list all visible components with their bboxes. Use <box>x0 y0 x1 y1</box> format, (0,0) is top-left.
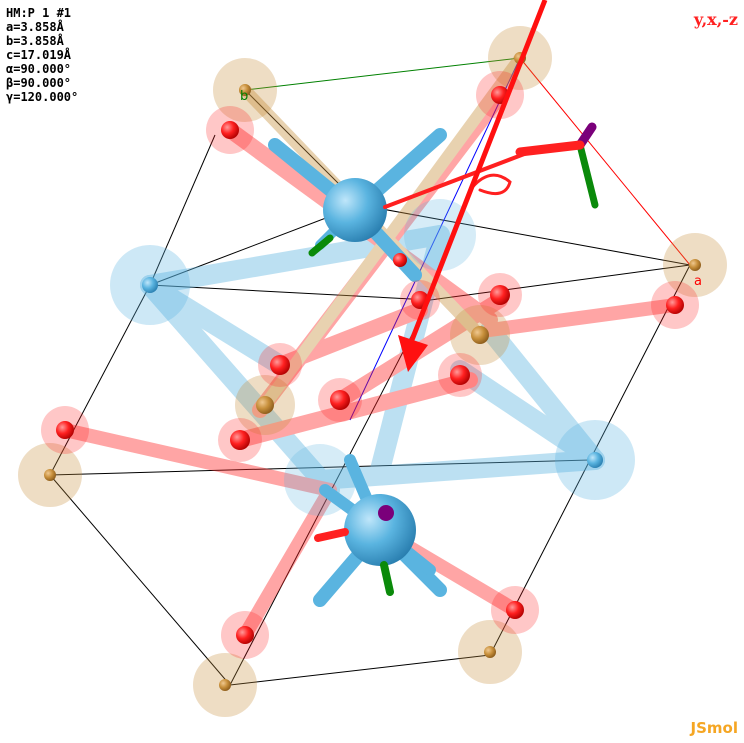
red-marker <box>314 528 349 542</box>
cell-edge <box>489 459 591 656</box>
cation-atom <box>256 396 274 414</box>
cation-atom <box>484 646 496 658</box>
bond <box>140 275 270 420</box>
oxygen-atom <box>490 285 510 305</box>
bond <box>140 275 290 375</box>
cell-edge <box>149 134 216 286</box>
oxygen-atom <box>393 253 407 267</box>
orientation-label: y,x,-z <box>693 10 738 29</box>
cation-atom <box>219 679 231 691</box>
oxygen-atom <box>506 601 524 619</box>
orientation-stem <box>383 146 542 209</box>
oxygen-atom <box>666 296 684 314</box>
bond <box>232 372 478 448</box>
axis-a-line <box>519 57 691 266</box>
vector-markers <box>308 122 599 596</box>
green-marker <box>308 234 334 257</box>
cation-atom <box>239 84 251 96</box>
bond <box>272 302 428 373</box>
oxygen-atom <box>330 390 350 410</box>
arrow-head <box>398 335 428 372</box>
cell-edge <box>359 204 691 266</box>
cell-edge <box>49 474 231 686</box>
metal-shell <box>284 444 356 516</box>
atoms <box>44 52 701 691</box>
info-line: c=17.019Å <box>6 48 72 62</box>
metal-atom <box>142 277 158 293</box>
oxygen-atom <box>450 365 470 385</box>
cell-edge <box>49 459 591 476</box>
info-line: HM:P 1 #1 <box>6 6 72 20</box>
jsmol-logo[interactable]: JSmol <box>690 719 738 737</box>
axis-c-line <box>349 57 521 421</box>
bond <box>259 52 526 411</box>
bond <box>480 320 605 470</box>
metal-atom <box>587 452 603 468</box>
oxygen-atom <box>221 121 239 139</box>
unit-cell <box>49 57 691 686</box>
bond <box>450 360 605 470</box>
bond <box>483 298 682 337</box>
purple-marker <box>378 505 394 521</box>
metal-atom <box>323 178 387 242</box>
axis-a-label: a <box>694 274 702 289</box>
orientation-stem <box>576 141 599 209</box>
bond <box>310 450 605 490</box>
info-line: γ=120.000° <box>6 90 79 104</box>
info-line: α=90.000° <box>6 62 72 76</box>
bond <box>140 275 340 500</box>
cell-edge <box>49 284 151 476</box>
cation-atom <box>471 326 489 344</box>
green-marker <box>380 561 394 596</box>
oxygen-atom <box>230 430 250 450</box>
cell-edge <box>429 264 691 301</box>
axis-b-label: b <box>240 89 248 104</box>
info-line: a=3.858Å <box>6 20 64 34</box>
cell-edge <box>229 654 491 686</box>
direction-arrow <box>398 0 548 372</box>
bond <box>58 423 337 497</box>
cation-atom <box>689 259 701 271</box>
oxygen-atom <box>270 355 290 375</box>
oxygen-atom <box>56 421 74 439</box>
curl-arrow <box>468 173 512 196</box>
info-line: b=3.858Å <box>6 34 64 48</box>
symmetry-info: HM:P 1 #1 a=3.858Å b=3.858Å c=17.019Å α=… <box>6 6 78 104</box>
cell-edge <box>149 284 431 301</box>
info-line: β=90.000° <box>6 76 72 90</box>
arrow-shaft <box>407 0 548 346</box>
metal-atom <box>344 494 416 566</box>
bond <box>238 483 337 642</box>
oxygen-atom <box>236 626 254 644</box>
cation-atom <box>44 469 56 481</box>
bond <box>252 87 508 418</box>
axis-b-line <box>244 57 521 91</box>
